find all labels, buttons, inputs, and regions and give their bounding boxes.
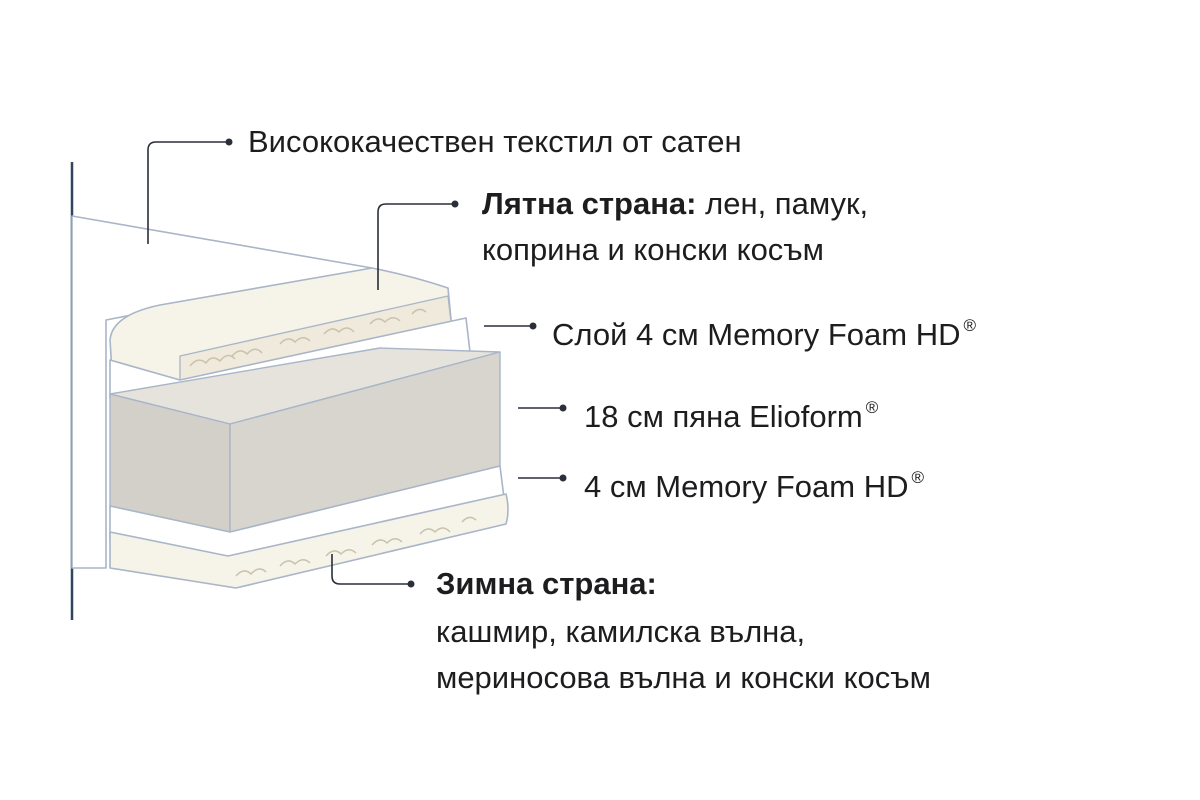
- label-summer-line2: коприна и конски косъм: [482, 232, 824, 267]
- label-memory-bottom: 4 см Memory Foam HD®: [584, 456, 924, 509]
- label-elioform: 18 см пяна Elioform®: [584, 386, 878, 439]
- leader-line-summer: [377, 203, 452, 290]
- label-memory-top: Слой 4 см Memory Foam HD®: [552, 304, 976, 357]
- leader-dot-winter: [407, 580, 415, 588]
- registered-mark-memory-top: ®: [963, 316, 976, 335]
- leader-line-winter: [331, 554, 408, 585]
- label-winter-side: Зимна страна:: [436, 562, 657, 606]
- label-elioform-text: 18 см пяна Elioform: [584, 399, 863, 434]
- registered-mark-elioform: ®: [865, 398, 879, 417]
- leader-dot-memory-bottom: [559, 474, 567, 482]
- leader-dot-summer: [451, 200, 459, 208]
- label-summer-line1: лен, памук,: [705, 186, 869, 221]
- leader-dot-elioform: [559, 404, 567, 412]
- label-summer-side: Лятна страна: лен, памук,: [482, 182, 868, 226]
- registered-mark-memory-bottom: ®: [911, 468, 925, 487]
- label-winter-title: Зимна страна:: [436, 566, 657, 601]
- label-memory-top-text: Слой 4 см Memory Foam HD: [552, 317, 961, 352]
- leader-dot-memory-top: [529, 322, 537, 330]
- label-textile: Висококачествен текстил от сатен: [248, 120, 742, 164]
- summer-layer: [109, 267, 453, 381]
- winter-layer: [109, 493, 509, 589]
- label-winter-line2: мериносова вълна и конски косъм: [436, 656, 931, 700]
- label-summer-title: Лятна страна:: [482, 186, 697, 221]
- elioform-core-layer: [109, 347, 501, 533]
- label-memory-bottom-text: 4 см Memory Foam HD: [584, 469, 909, 504]
- label-textile-text: Висококачествен текстил от сатен: [248, 124, 742, 159]
- leader-dot-textile: [225, 138, 233, 146]
- label-winter-line1-text: кашмир, камилска вълна,: [436, 614, 806, 649]
- mattress-cover: [71, 215, 373, 569]
- leader-line-textile: [147, 141, 226, 244]
- label-winter-line2-text: мериносова вълна и конски косъм: [436, 660, 931, 695]
- label-summer-side-second-line: коприна и конски косъм: [482, 228, 824, 272]
- label-winter-line1: кашмир, камилска вълна,: [436, 610, 805, 654]
